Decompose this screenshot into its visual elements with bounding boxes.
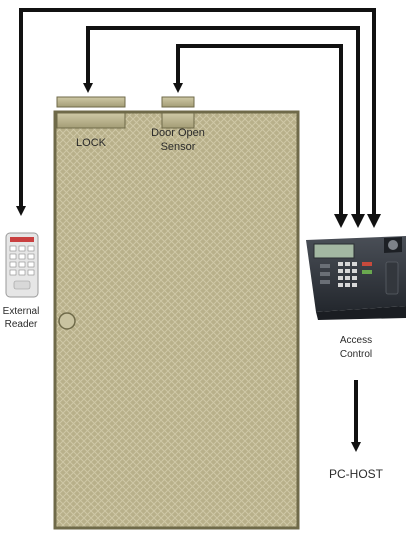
wires [16,8,376,452]
door-icon [53,110,300,530]
door-sensor-icon [161,96,195,129]
lock-label: LOCK [76,137,107,149]
lock-wire [83,26,360,221]
access-control-label-line2: Control [340,349,372,360]
sensor-label-line2: Sensor [161,141,196,153]
terminal-arrowheads [334,214,381,228]
reader-label-line2: Reader [5,319,38,330]
access-control-label-line1: Access [340,335,372,346]
lock-icon [56,96,126,129]
door-knob-icon [58,312,76,330]
pc-host-label: PC-HOST [329,467,384,481]
sensor-label-line1: Door Open [151,127,205,139]
keypad-reader-icon [5,232,39,298]
access-control-terminal-icon [306,236,406,320]
reader-wire [16,8,376,221]
sensor-wire [173,44,343,221]
reader-label-line1: External [3,306,40,317]
